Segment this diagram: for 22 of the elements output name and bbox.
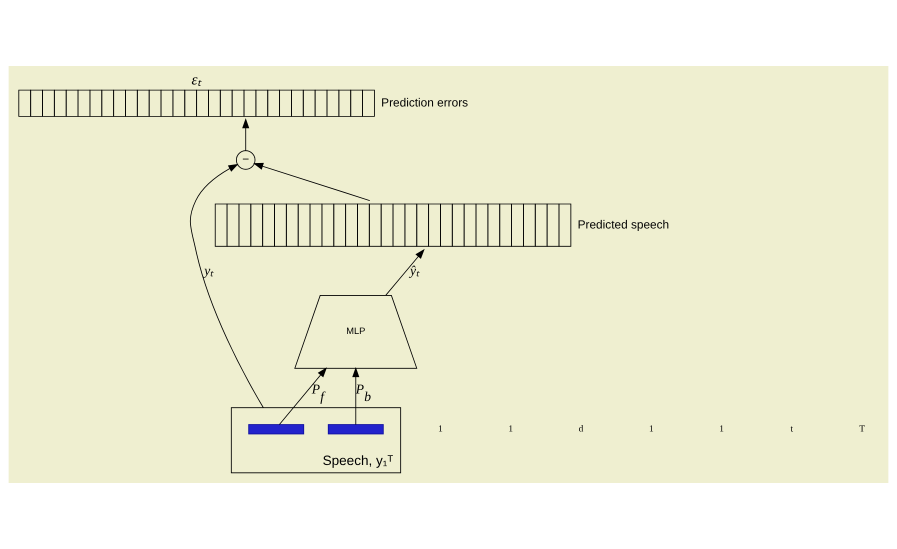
arrow [385,248,425,296]
node-circle: − [236,150,256,170]
cluster: Speech, y₁ᵀ [230,407,402,474]
label: d [578,424,584,435]
label: 1 [719,424,724,435]
arrow [190,164,264,408]
arrow [253,162,370,202]
node-bar [248,424,304,434]
node-label: εₜ [192,72,202,89]
node-label: Predicted speech [578,217,670,232]
arrow [352,367,360,425]
node-label: Prediction errors [381,95,468,110]
label: t [790,424,794,435]
edge-label: yₜ [204,262,214,278]
label: T [859,424,865,435]
arrow [242,118,250,151]
arrow [279,367,328,425]
edge-label: ŷₜ [410,262,419,278]
node-bar [328,424,384,434]
label: 1 [648,424,654,435]
label: 1 [508,424,514,435]
label: 1 [438,424,443,435]
